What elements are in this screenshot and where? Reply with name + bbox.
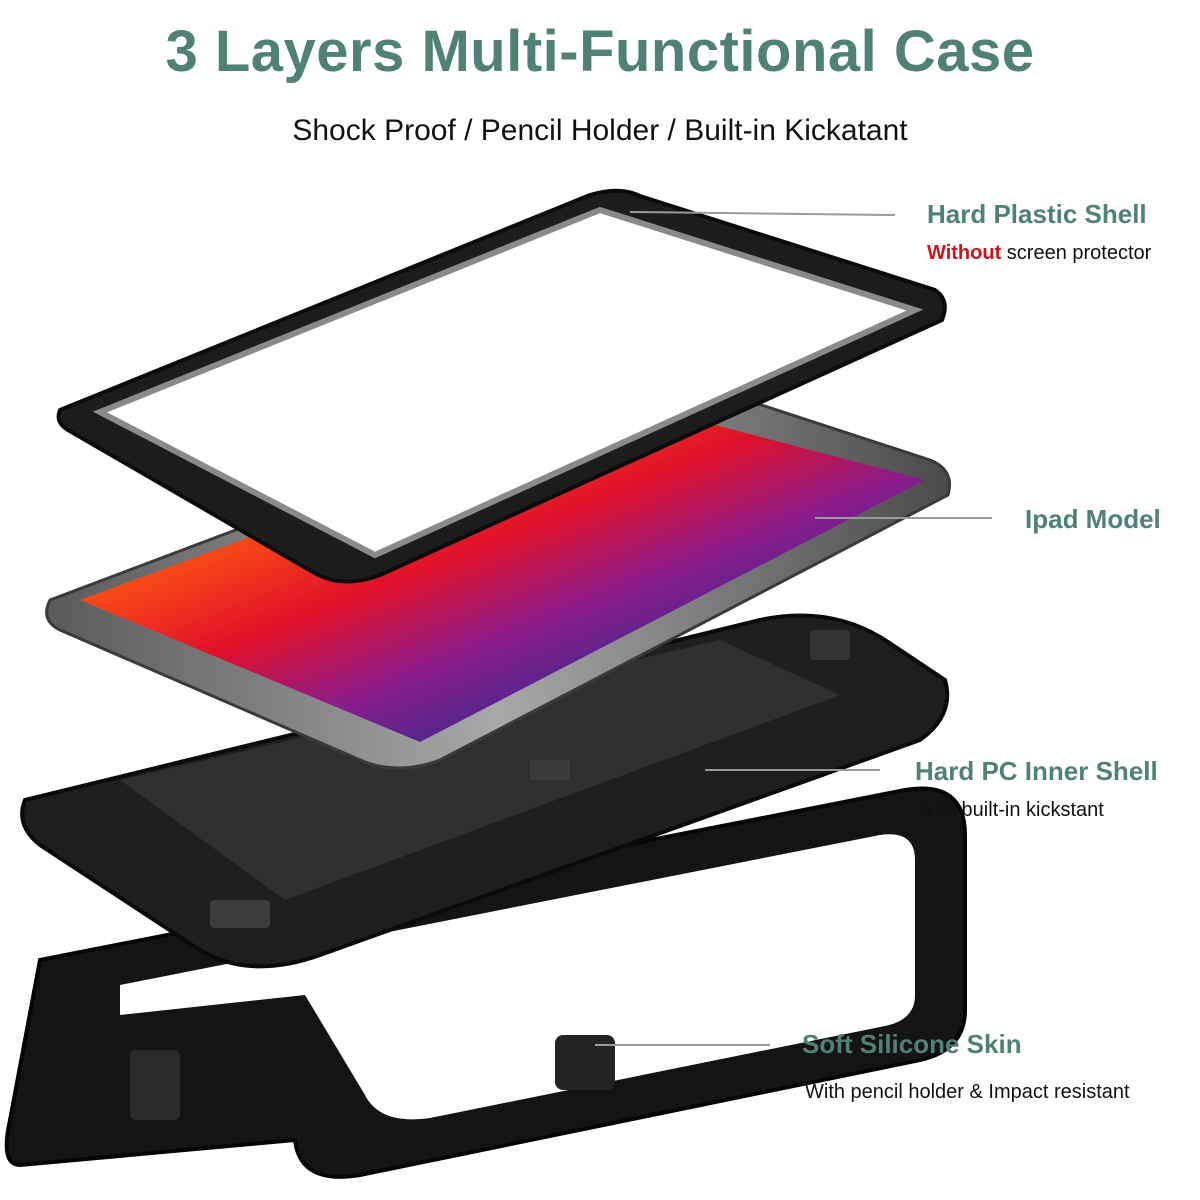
page-title: 3 Layers Multi-Functional Case bbox=[165, 19, 1035, 84]
layer-label-soft-silicone-skin: Soft Silicone Skin bbox=[802, 1029, 1022, 1059]
layer-desc-soft-silicone-skin: With pencil holder & Impact resistant bbox=[805, 1081, 1130, 1103]
page-subtitle: Shock Proof / Pencil Holder / Built-in K… bbox=[292, 114, 908, 147]
layer-desc-hard-plastic-shell: Without screen protector bbox=[927, 242, 1151, 265]
layer-desc-rest: screen protector bbox=[1001, 242, 1152, 264]
hard-pc-inner-shell-layer bbox=[20, 613, 950, 969]
layer-label-hard-plastic-shell: Hard Plastic Shell bbox=[927, 199, 1147, 229]
layer-label-ipad-model: Ipad Model bbox=[1025, 504, 1161, 534]
layer-label-hard-pc-inner-shell: Hard PC Inner Shell bbox=[915, 756, 1158, 786]
layer-desc-hard-pc-inner-shell: With built-in kickstant bbox=[916, 799, 1104, 821]
without-highlight: Without bbox=[927, 242, 1002, 264]
hard-plastic-shell-layer bbox=[56, 188, 947, 584]
leader-line bbox=[629, 211, 896, 216]
soft-silicone-skin-layer bbox=[4, 786, 967, 1179]
